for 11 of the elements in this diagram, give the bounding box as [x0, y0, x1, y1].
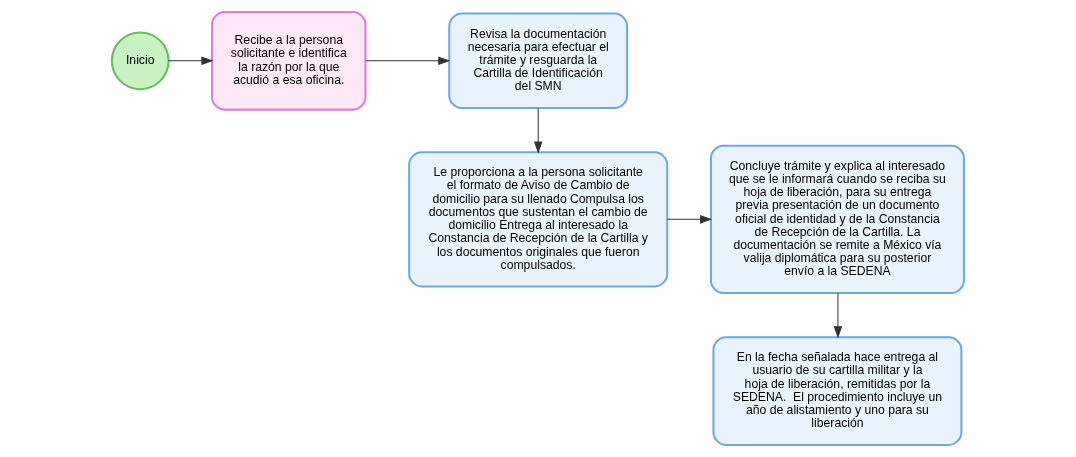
node-circle: Inicio: [110, 31, 170, 91]
arrow: [365, 56, 451, 66]
node-box: Revisa la documentación necesaria para efectuar el trámite y resguarda la Cartilla de Identificación del SMN: [448, 12, 629, 110]
node-box: Concluye trámite y explica al interesado que se le informará cuando se reciba su hoja de liberación, para su entrega previa presentación de un documento oficial de identidad y de la Constancia de Recepción de la Cartilla. La documentación se remite a México vía valija diplomática para su posterior envío a la SEDENA: [709, 144, 965, 295]
arrow: [533, 107, 543, 154]
arrow: [168, 56, 214, 66]
arrow: [666, 215, 713, 224]
node-box: En la fecha señalada hace entrega al usuario de su cartilla militar y la hoja de liberación, remitidas por la SEDENA. El procedimiento incluye un año de alistamiento y uno para su liberación: [712, 336, 963, 446]
arrow: [833, 292, 843, 339]
node-box: Le proporciona a la persona solicitante el formato de Aviso de Cambio de domicilio para su llenado Compulsa los documentos que sustentan el cambio de domicilio Entrega al interesado la Constancia de Recepción de la Cartilla y los documentos originales que fueron compulsados.: [408, 151, 669, 288]
node-box: Recibe a la persona solicitante e identifica la razón por la que acudió a esa oficina.: [211, 11, 367, 111]
